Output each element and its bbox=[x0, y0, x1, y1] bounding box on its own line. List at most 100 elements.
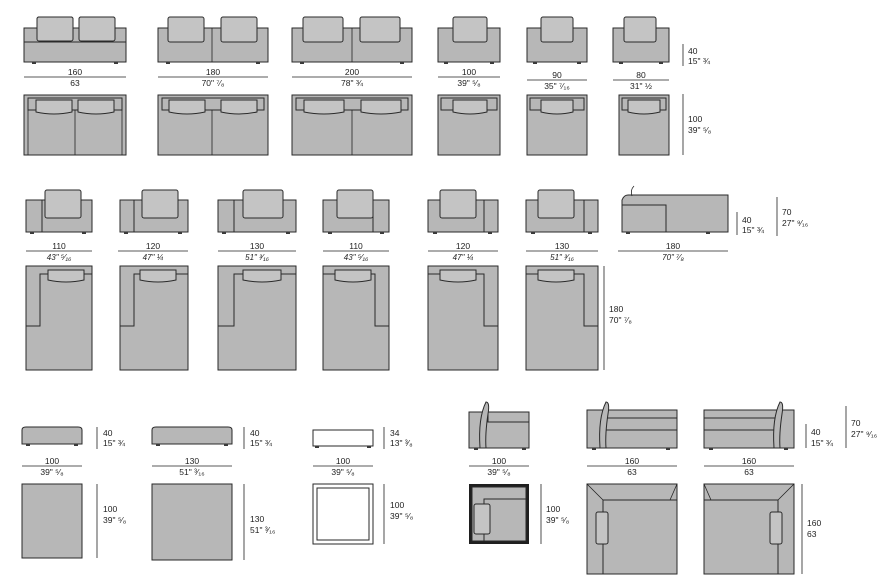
row2-front-views bbox=[25, 185, 729, 234]
r3-back-height-cm: 70 bbox=[851, 418, 861, 428]
width-cm-90: 90 bbox=[552, 70, 562, 80]
pouf-100-front bbox=[21, 426, 83, 446]
r3-w-cm-3: 100 bbox=[336, 456, 350, 466]
r3-w-in-4: 39" ⁵⁄₈ bbox=[487, 467, 511, 477]
sofa-160-chaise-right-top bbox=[703, 483, 795, 575]
r3-h-in-2: 15" ¾ bbox=[250, 438, 273, 448]
chaise-120-right-top bbox=[427, 265, 499, 371]
chaise-110-left-front bbox=[25, 189, 93, 234]
chaise-120-left-front bbox=[119, 189, 189, 234]
r2-width-in-5: 47" ¼ bbox=[453, 253, 474, 262]
row1-width-labels: 160 63 180 70" ⁷⁄₈ 200 78" ¾ 100 39" ⁵⁄₈… bbox=[24, 46, 711, 91]
r3-big-depth-in: 63 bbox=[807, 529, 817, 539]
r3-w-cm-5: 160 bbox=[625, 456, 639, 466]
row1-depth-in: 39" ⁵⁄₈ bbox=[688, 125, 712, 135]
r3-w-cm-1: 100 bbox=[45, 456, 59, 466]
r2-seat-height-cm: 40 bbox=[742, 215, 752, 225]
table-100-top bbox=[312, 483, 374, 545]
r2-width-cm-6: 130 bbox=[555, 241, 569, 251]
width-in-80: 31" ½ bbox=[630, 81, 652, 91]
row1-depth-cm: 100 bbox=[688, 114, 702, 124]
r3-w-cm-6: 160 bbox=[742, 456, 756, 466]
r3-w-in-1: 39" ⁵⁄₈ bbox=[40, 467, 64, 477]
sofa-100-front bbox=[437, 16, 501, 64]
r3-d-in-1: 39" ⁵⁄₈ bbox=[103, 515, 127, 525]
r3-d-in-2: 51" ³⁄₁₆ bbox=[250, 525, 275, 535]
chaise-130-right-front bbox=[525, 189, 599, 234]
r2-width-cm-3: 130 bbox=[250, 241, 264, 251]
r3-w-cm-2: 130 bbox=[185, 456, 199, 466]
sofa-90-top bbox=[526, 94, 588, 156]
row1-height-cm: 40 bbox=[688, 46, 698, 56]
r2-width-cm-4: 110 bbox=[349, 241, 363, 251]
chaise-130-right-top bbox=[525, 265, 599, 371]
sofa-90-front bbox=[526, 16, 588, 64]
width-cm-180: 180 bbox=[206, 67, 220, 77]
row1-height-in: 15" ¾ bbox=[688, 56, 711, 66]
sofa-180-top bbox=[157, 94, 269, 156]
r3-d-cm-4: 100 bbox=[546, 504, 560, 514]
width-cm-100: 100 bbox=[462, 67, 476, 77]
row2-top-views: 180 70" ⁷⁄₈ bbox=[25, 265, 632, 371]
width-in-200: 78" ¾ bbox=[341, 78, 364, 88]
r2-width-in-3: 51" ³⁄₁₆ bbox=[245, 253, 269, 262]
chaise-120-right-front bbox=[427, 189, 499, 234]
r3-w-in-3: 39" ⁵⁄₈ bbox=[331, 467, 355, 477]
sofa-100-top bbox=[437, 94, 501, 156]
sofa-80-front bbox=[612, 16, 670, 64]
sofa-160-chaise-right-front bbox=[703, 401, 795, 450]
r2-width-cm-1: 110 bbox=[52, 241, 66, 251]
row3-top-views: 100 39" ⁵⁄₈ 130 51" ³⁄₁₆ 100 39" ⁵⁄₈ 100… bbox=[21, 483, 821, 575]
corner-100-front bbox=[468, 401, 530, 450]
r3-d-in-3: 39" ⁵⁄₈ bbox=[390, 511, 414, 521]
r3-d-in-4: 39" ⁵⁄₈ bbox=[546, 515, 570, 525]
pouf-130-top bbox=[151, 483, 233, 561]
chaise-130-left-front bbox=[217, 189, 297, 234]
r2-back-height-cm: 70 bbox=[782, 207, 792, 217]
corner-100-top bbox=[469, 484, 529, 544]
width-in-100: 39" ⁵⁄₈ bbox=[457, 78, 481, 88]
pouf-130-front bbox=[151, 426, 233, 446]
daybed-180-front bbox=[621, 185, 729, 234]
row2-width-labels: 110 43" ⁵⁄₁₆ 120 47" ¼ 130 51" ³⁄₁₆ 110 … bbox=[26, 197, 808, 262]
width-cm-80: 80 bbox=[636, 70, 646, 80]
row3-width-labels: 100 39" ⁵⁄₈ 130 51" ³⁄₁₆ 100 39" ⁵⁄₈ 100… bbox=[22, 456, 794, 477]
chaise-110-left-top bbox=[25, 265, 93, 371]
chaise-110-right-front bbox=[322, 189, 390, 234]
r3-w-cm-4: 100 bbox=[492, 456, 506, 466]
r2-width-in-7: 70" ⁷⁄₈ bbox=[662, 253, 684, 262]
r3-h-cm-1: 40 bbox=[103, 428, 113, 438]
row1-top-views: 100 39" ⁵⁄₈ bbox=[23, 94, 712, 156]
table-100-front bbox=[312, 429, 374, 448]
r3-h-in-1: 15" ¾ bbox=[103, 438, 126, 448]
sofa-80-top bbox=[618, 94, 670, 156]
r3-w-in-5: 63 bbox=[627, 467, 637, 477]
r2-depth-in: 70" ⁷⁄₈ bbox=[609, 315, 632, 325]
r2-width-cm-2: 120 bbox=[146, 241, 160, 251]
chaise-120-left-top bbox=[119, 265, 189, 371]
r2-width-in-2: 47" ¼ bbox=[143, 253, 164, 262]
row1-front-views bbox=[23, 16, 684, 66]
sofa-180-front bbox=[157, 16, 269, 64]
r2-depth-cm: 180 bbox=[609, 304, 623, 314]
r2-width-cm-7: 180 bbox=[666, 241, 680, 251]
sofa-160-front bbox=[23, 16, 127, 64]
r3-d-cm-2: 130 bbox=[250, 514, 264, 524]
width-in-160: 63 bbox=[70, 78, 80, 88]
sofa-160-chaise-left-front bbox=[586, 401, 678, 450]
r2-width-in-6: 51" ³⁄₁₆ bbox=[550, 253, 574, 262]
r3-d-cm-1: 100 bbox=[103, 504, 117, 514]
chaise-110-right-top bbox=[322, 265, 390, 371]
r3-d-cm-3: 100 bbox=[390, 500, 404, 510]
width-cm-160: 160 bbox=[68, 67, 82, 77]
r3-w-in-6: 63 bbox=[744, 467, 754, 477]
r2-back-height-in: 27" ⁹⁄₁₆ bbox=[782, 218, 808, 228]
r3-h-cm-2: 40 bbox=[250, 428, 260, 438]
sofa-160-top bbox=[23, 94, 127, 156]
r3-back-height-in: 27" ⁹⁄₁₆ bbox=[851, 429, 877, 439]
r2-width-cm-5: 120 bbox=[456, 241, 470, 251]
r3-h-cm-3: 34 bbox=[390, 428, 400, 438]
r3-seat-height-cm: 40 bbox=[811, 427, 821, 437]
width-in-90: 35" ⁷⁄₁₆ bbox=[544, 81, 570, 91]
